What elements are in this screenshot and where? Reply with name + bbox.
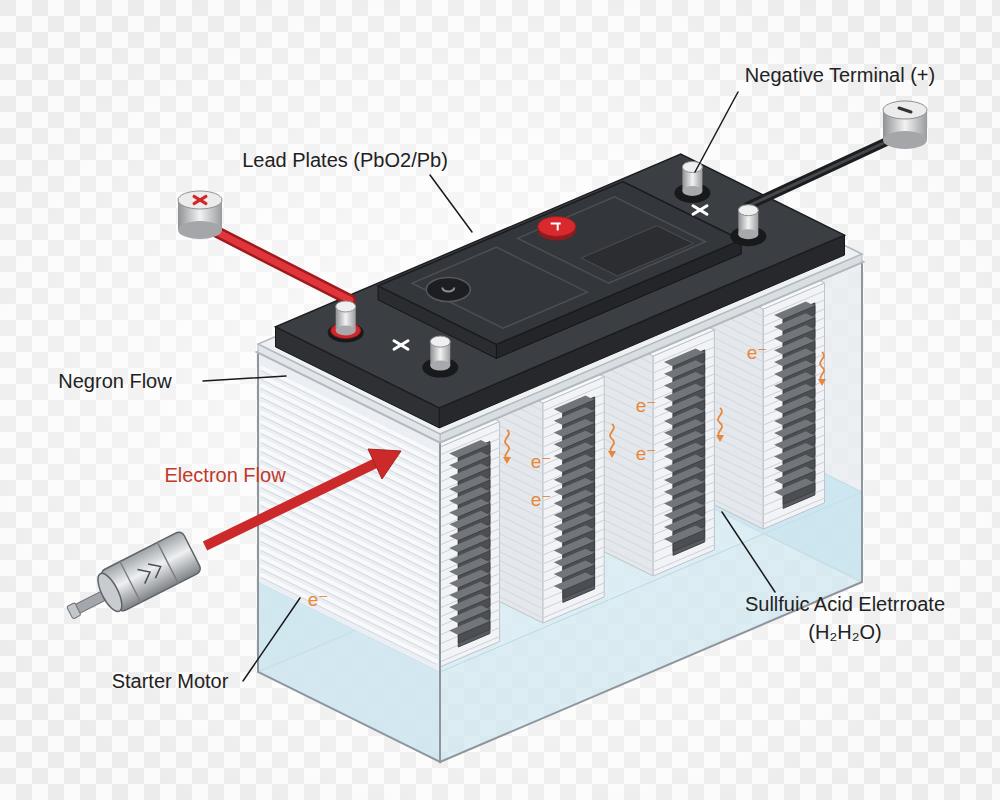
motor-mark [137,559,164,583]
flow-arrow [610,424,614,453]
leader-line [430,175,472,232]
flow-arrow [718,408,722,437]
callout-label: Electron Flow [164,462,285,488]
callout-label: Negative Terminal (+) [745,62,935,88]
electron-symbol: e⁻ [636,442,657,467]
electron-symbol: e⁻ [308,588,329,613]
lid-top [276,154,845,408]
motor-cap [93,570,126,615]
cable-end [883,101,927,119]
terminal-base [328,323,364,343]
terminal-post [682,186,702,196]
polarity-symbol [394,341,408,349]
polarity-symbol [693,206,707,214]
indicator-cap [538,217,576,237]
vent-block-top [378,182,741,345]
callout-label: Sullfuic Acid Eletrroate (H₂H₂O) [740,590,950,646]
motor-band [120,561,141,602]
terminal-post [738,229,758,239]
cable-end [883,131,927,149]
vent-cap [426,278,470,302]
vent-recess [581,226,693,276]
electron-flow-arrowhead [368,449,401,479]
positive-cable [213,230,350,300]
motor-band [157,542,178,583]
flow-arrow-head [716,435,724,442]
terminal-post [430,361,450,371]
polarity-symbol [194,196,206,203]
electron-symbol: e⁻ [531,450,552,475]
vent-recess [518,197,706,283]
terminal-post [738,205,758,216]
polarity-symbol [394,341,408,349]
leader-line [243,598,300,681]
cable-end [178,221,222,239]
negative-cable [748,140,890,206]
starter-motor [59,530,202,633]
electron-symbol: e⁻ [636,394,657,419]
negative-cable [748,140,890,206]
vent-cap-mark [442,288,454,292]
positive-cable [213,230,350,300]
leader-line [722,512,775,592]
electron-symbol: e⁻ [747,341,768,366]
leader-line [695,92,738,172]
terminal-base [674,183,710,203]
flow-arrow-head [503,457,511,464]
terminal-post [336,301,356,312]
motor-shaft [67,603,81,620]
flow-arrow [505,430,509,459]
polarity-symbol [194,196,206,203]
electron-symbol: e⁻ [531,488,552,513]
flow-arrow [820,352,824,381]
callout-label: Lead Plates (PbO2/Pb) [242,147,448,173]
terminal-post [430,336,450,347]
flow-arrow-head [818,379,826,386]
callout-label: Starter Motor [112,668,229,694]
flow-arrow-head [608,451,616,458]
indicator-mark [551,224,561,231]
cable-end [178,191,222,209]
polarity-symbol [899,108,911,112]
terminal-base [730,226,766,246]
callout-label: Negron Flow [58,368,171,394]
terminal-base [422,358,458,378]
terminal-post [336,326,356,336]
leader-line [203,376,286,381]
polarity-symbol [693,206,707,214]
